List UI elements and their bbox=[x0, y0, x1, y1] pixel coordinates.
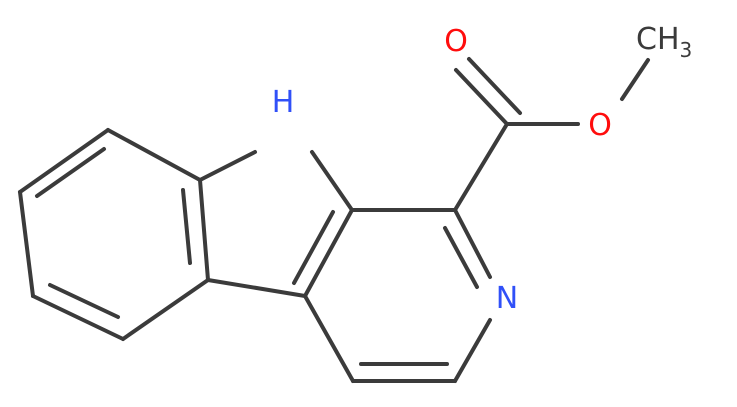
bond bbox=[453, 122, 509, 212]
bond bbox=[18, 128, 110, 194]
bond bbox=[48, 283, 120, 319]
indole-nh-label: H bbox=[272, 85, 295, 120]
methyl-subscript: 3 bbox=[680, 38, 693, 62]
bond bbox=[443, 226, 479, 289]
bond bbox=[467, 57, 522, 115]
bond bbox=[310, 150, 354, 212]
bonds bbox=[18, 57, 650, 383]
bond bbox=[35, 147, 106, 198]
bond bbox=[453, 208, 492, 279]
bond bbox=[303, 294, 355, 383]
bond bbox=[121, 278, 210, 341]
methyl-label: CH3 bbox=[636, 22, 692, 62]
bond bbox=[181, 188, 192, 265]
ester-oxygen-label: O bbox=[588, 108, 612, 143]
bond bbox=[454, 68, 509, 126]
bond bbox=[18, 190, 35, 298]
bond bbox=[198, 150, 257, 182]
bond bbox=[206, 278, 307, 298]
bond bbox=[292, 210, 335, 285]
pyridine-nitrogen-label: N bbox=[496, 281, 518, 316]
methyl-symbol: CH bbox=[636, 22, 680, 57]
bond bbox=[198, 178, 210, 282]
bond bbox=[106, 128, 202, 182]
bond bbox=[453, 318, 492, 383]
bond bbox=[303, 208, 354, 298]
bond bbox=[31, 294, 125, 341]
bond bbox=[620, 58, 650, 101]
carbonyl-oxygen-label: O bbox=[444, 24, 468, 59]
